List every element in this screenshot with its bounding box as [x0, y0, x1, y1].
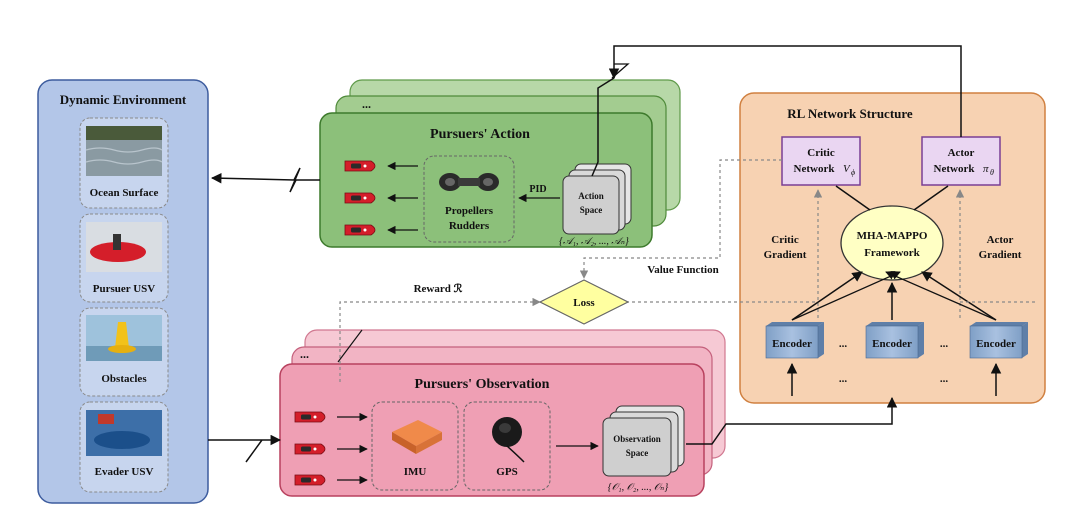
observation-space-label-2: Space — [626, 448, 649, 458]
gps-label: GPS — [496, 466, 517, 478]
env-card-evader-usv: Evader USV — [79, 401, 169, 493]
framework-label-2: Framework — [864, 247, 920, 259]
critic-network-label-1: Critic — [807, 147, 835, 159]
svg-text:Encoder: Encoder — [872, 338, 912, 350]
imu-label: IMU — [404, 466, 427, 478]
action-space-label-2: Space — [580, 205, 603, 215]
usv-boat-icon — [344, 224, 376, 236]
actor-network-label-1: Actor — [948, 147, 975, 159]
rl-network-panel: RL Network Structure Critic Network V ϕ … — [739, 92, 1046, 404]
observation-ellipsis: ... — [300, 347, 309, 361]
action-space-label-1: Action — [578, 191, 604, 201]
action-space-box — [562, 175, 620, 235]
actuator-propellers-label: Propellers — [445, 205, 494, 217]
critic-symbol: V — [843, 163, 851, 175]
actor-network-label-2: Network — [934, 163, 976, 175]
action-set-label: {𝒜₁, 𝒜₂, ..., 𝒜ₙ} — [559, 236, 629, 247]
encoder-1: Encoder — [765, 322, 824, 359]
actor-symbol: π — [983, 163, 989, 175]
critic-symbol-index: ϕ — [851, 168, 855, 177]
propeller-icon — [439, 173, 499, 191]
dynamic-environment-panel: Dynamic Environment Ocean Surface Pursue… — [37, 79, 209, 504]
critic-network-box — [781, 136, 861, 186]
framework-label-1: MHA-MAPPO — [857, 230, 928, 242]
usv-boat-icon — [294, 443, 326, 455]
loss-label: Loss — [573, 297, 595, 309]
svg-text:Encoder: Encoder — [772, 338, 812, 350]
actor-gradient-label-1: Actor — [987, 234, 1014, 246]
observation-space-box — [602, 417, 672, 477]
pid-label: PID — [529, 184, 546, 195]
env-card-ocean-surface: Ocean Surface — [79, 117, 169, 209]
encoder-2: Encoder — [865, 322, 924, 359]
rl-title: RL Network Structure — [787, 106, 913, 121]
critic-gradient-label-1: Critic — [771, 234, 799, 246]
env-label-evader-usv: Evader USV — [95, 466, 154, 478]
critic-network-label-2: Network — [794, 163, 836, 175]
pursuers-observation-panel: ... Pursuers' Observation IMU GPS Obs — [279, 329, 726, 497]
actor-symbol-index: θ — [990, 168, 994, 177]
action-title: Pursuers' Action — [430, 127, 530, 142]
env-card-pursuer-usv: Pursuer USV — [79, 213, 169, 303]
actor-gradient-label-2: Gradient — [979, 249, 1022, 261]
loss-node: Loss — [538, 279, 630, 325]
reward-label: Reward ℛ — [414, 283, 463, 295]
svg-text:Encoder: Encoder — [976, 338, 1016, 350]
env-label-obstacles: Obstacles — [101, 373, 147, 385]
env-card-obstacles: Obstacles — [79, 307, 169, 397]
environment-title: Dynamic Environment — [60, 92, 187, 107]
encoder-ellipsis-1: ... — [839, 338, 848, 350]
connectors — [208, 45, 1036, 463]
critic-gradient-label-2: Gradient — [764, 249, 807, 261]
input-ellipsis-1: ... — [839, 373, 848, 385]
usv-boat-icon — [294, 474, 326, 486]
encoder-3: Encoder — [969, 322, 1028, 359]
observation-set-label: {𝒪₁, 𝒪₂, ..., 𝒪ₙ} — [608, 482, 668, 493]
gps-receiver-icon — [492, 417, 525, 463]
observation-space-label-1: Observation — [613, 434, 661, 444]
imu-sensor-icon — [392, 420, 442, 454]
usv-boat-icon — [294, 411, 326, 423]
input-ellipsis-2: ... — [940, 373, 949, 385]
usv-boat-icon — [344, 160, 376, 172]
action-ellipsis: ... — [362, 97, 371, 111]
actuator-rudders-label: Rudders — [449, 220, 490, 232]
env-label-pursuer-usv: Pursuer USV — [93, 283, 155, 295]
usv-boat-icon — [344, 192, 376, 204]
mha-mappo-framework — [840, 205, 944, 281]
encoder-ellipsis-2: ... — [940, 338, 949, 350]
value-function-label: Value Function — [647, 264, 718, 276]
observation-title: Pursuers' Observation — [415, 377, 550, 392]
actor-network-box — [921, 136, 1001, 186]
env-label-ocean-surface: Ocean Surface — [90, 187, 159, 199]
pursuers-action-panel: ... Pursuers' Action Propellers Rudders … — [319, 79, 681, 248]
